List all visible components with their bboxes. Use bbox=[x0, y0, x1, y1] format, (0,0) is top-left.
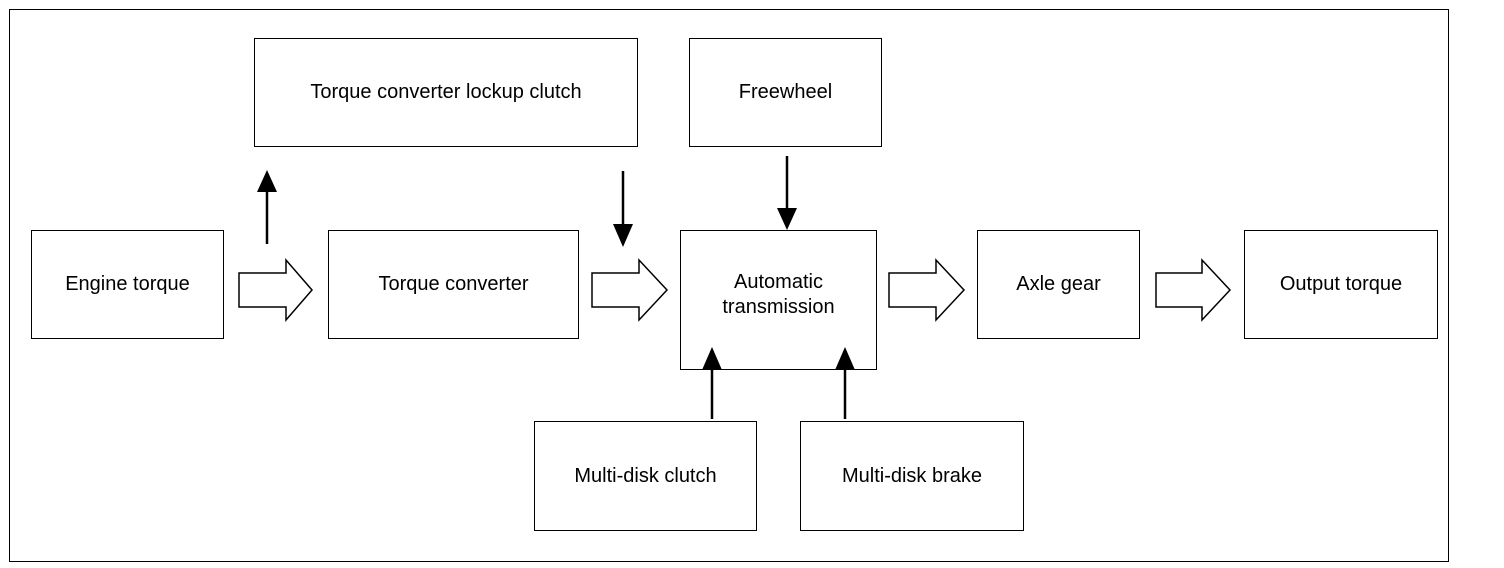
multi-disk-clutch-box: Multi-disk clutch bbox=[534, 421, 757, 531]
axle-gear-box: Axle gear bbox=[977, 230, 1140, 339]
automatic-transmission-label-line2: transmission bbox=[722, 296, 835, 318]
lockup-clutch-label: Torque converter lockup clutch bbox=[310, 81, 582, 103]
torque-converter-box: Torque converter bbox=[328, 230, 579, 339]
multi-disk-brake-box: Multi-disk brake bbox=[800, 421, 1024, 531]
output-torque-box: Output torque bbox=[1244, 230, 1438, 339]
lockup-clutch-box: Torque converter lockup clutch bbox=[254, 38, 638, 147]
output-torque-label: Output torque bbox=[1279, 273, 1403, 295]
automatic-transmission-box: Automatic transmission bbox=[680, 230, 877, 370]
freewheel-label: Freewheel bbox=[738, 81, 833, 103]
multi-disk-clutch-label: Multi-disk clutch bbox=[574, 464, 717, 487]
torque-converter-label: Torque converter bbox=[378, 273, 529, 295]
engine-torque-box: Engine torque bbox=[31, 230, 224, 339]
axle-gear-label: Axle gear bbox=[1016, 273, 1101, 295]
diagram-frame bbox=[9, 9, 1449, 562]
engine-torque-label: Engine torque bbox=[65, 273, 190, 295]
multi-disk-brake-label: Multi-disk brake bbox=[841, 464, 983, 487]
automatic-transmission-label-line1: Automatic bbox=[734, 271, 823, 293]
freewheel-box: Freewheel bbox=[689, 38, 882, 147]
